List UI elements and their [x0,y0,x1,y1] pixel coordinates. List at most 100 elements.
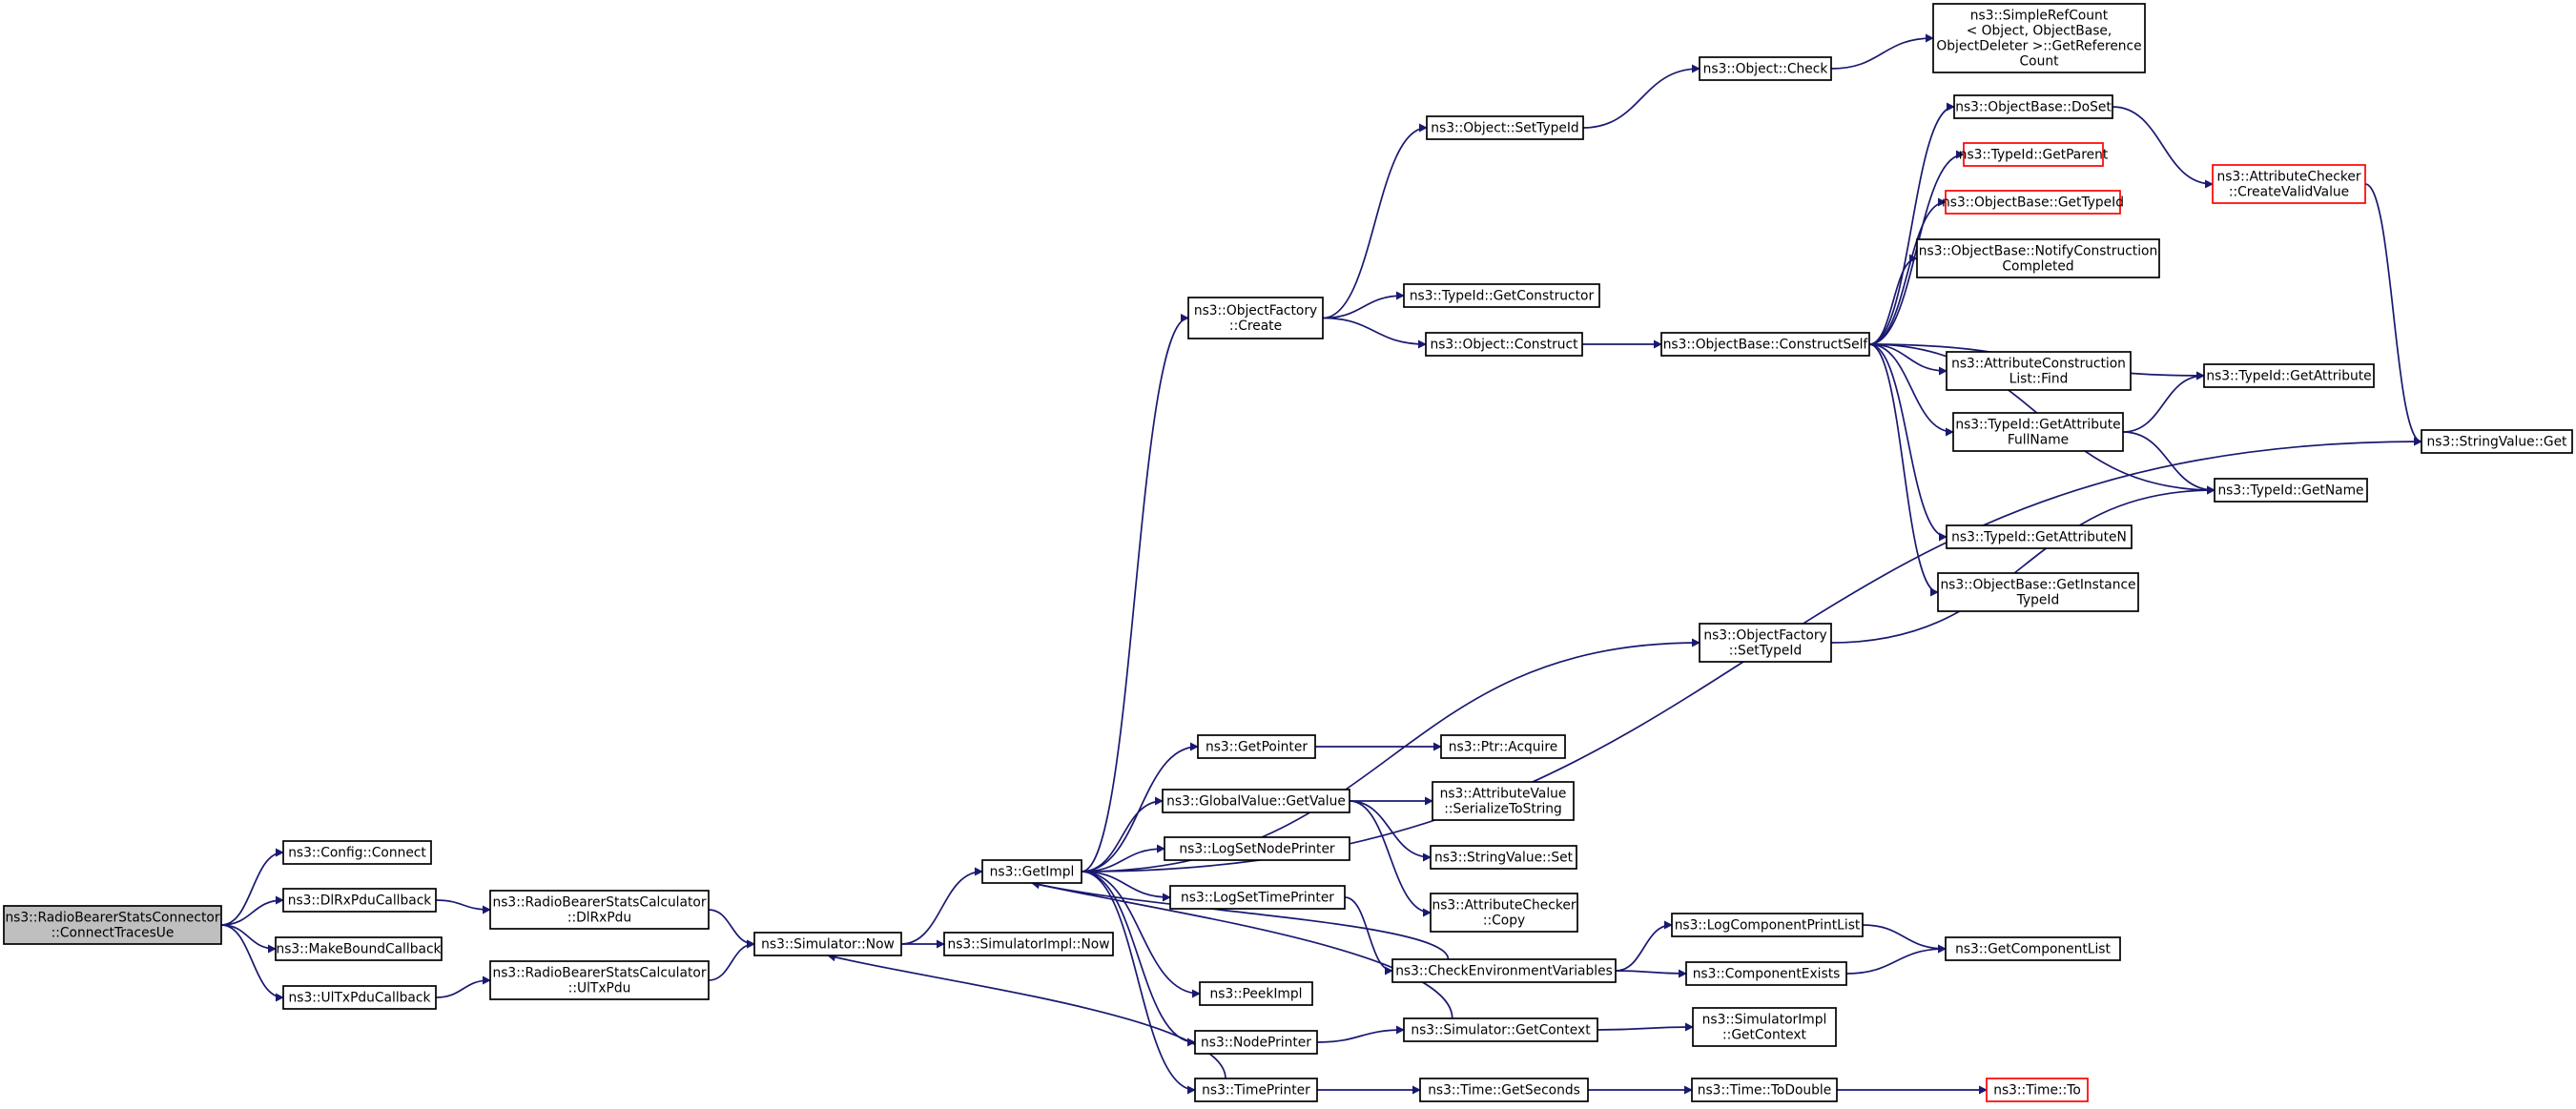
node-time-todouble[interactable]: ns3::Time::ToDouble [1691,1078,1838,1102]
node-box [1937,572,2139,612]
node-typeid-getattr[interactable]: ns3::TypeId::GetAttribute [2203,363,2375,388]
node-getpointer[interactable]: ns3::GetPointer [1197,734,1316,759]
node-label-line: ns3::CheckEnvironmentVariables [1395,963,1613,978]
node-peekimpl[interactable]: ns3::PeekImpl [1199,981,1313,1006]
node-typeid-getname[interactable]: ns3::TypeId::GetName [2214,478,2368,503]
node-objfac-settypeid[interactable]: ns3::ObjectFactory::SetTypeId [1699,623,1832,663]
node-label-line: ns3::GetImpl [990,864,1075,879]
node-ultx-cb[interactable]: ns3::UlTxPduCallback [282,985,437,1010]
edge-ob-constructself-to-typeid-getattrn [1868,343,1947,542]
node-label-line: ns3::Object::Check [1703,61,1828,76]
node-timeprinter[interactable]: ns3::TimePrinter [1194,1078,1318,1102]
node-ptr-acquire[interactable]: ns3::Ptr::Acquire [1440,734,1566,759]
node-obj-settypeid[interactable]: ns3::Object::SetTypeId [1426,115,1584,140]
node-box [275,936,443,961]
node-label-line: ns3::Time::GetSeconds [1428,1082,1580,1098]
edge-ob-constructself-to-ob-notify [1868,254,1918,345]
node-av-serialize[interactable]: ns3::AttributeValue::SerializeToString [1432,781,1575,821]
edge-getimpl-to-objfac-create [1081,314,1189,873]
node-label-line: ns3::ComponentExists [1693,966,1841,981]
node-ob-notify[interactable]: ns3::ObjectBase::NotifyConstructionCompl… [1916,238,2160,278]
node-getimpl[interactable]: ns3::GetImpl [981,859,1082,884]
node-simimpl-now[interactable]: ns3::SimulatorImpl::Now [943,932,1114,956]
node-label-line: ns3::GetPointer [1206,739,1308,754]
node-config-connect[interactable]: ns3::Config::Connect [282,840,432,865]
node-label-line: ns3::ObjectBase::ConstructSelf [1663,337,1869,352]
node-box [2203,363,2375,388]
node-rbsc-ultx[interactable]: ns3::RadioBearerStatsCalculator::UlTxPdu [489,960,710,1000]
node-obj-check[interactable]: ns3::Object::Check [1699,56,1832,81]
node-label-line: ns3::Object::Construct [1430,337,1578,352]
node-box [3,905,222,945]
edge-ob-constructself-to-ob-doset [1868,102,1955,345]
node-root[interactable]: ns3::RadioBearerStatsConnector::ConnectT… [3,905,222,945]
node-label-line: ns3::MakeBoundCallback [276,941,441,956]
node-label-line: ns3::ObjectBase::DoSet [1955,99,2112,114]
node-comp-exists[interactable]: ns3::ComponentExists [1685,961,1847,986]
node-ob-constructself[interactable]: ns3::ObjectBase::ConstructSelf [1660,332,1870,357]
node-ob-gettypeid[interactable]: ns3::ObjectBase::GetTypeId [1942,190,2124,215]
node-box [1169,885,1346,910]
node-obj-construct[interactable]: ns3::Object::Construct [1425,332,1583,357]
node-simimpl-getcontext[interactable]: ns3::SimulatorImpl::GetContext [1692,1007,1837,1047]
node-dlrx-cb[interactable]: ns3::DlRxPduCallback [282,888,437,913]
node-label-line: ::Create [1229,318,1282,334]
node-label-line: ns3::SimpleRefCount [1970,8,2109,23]
node-make-bound[interactable]: ns3::MakeBoundCallback [275,936,443,961]
edge-sim-getcontext-to-simimpl-getcontext [1597,1022,1694,1032]
node-rbsc-dlrx[interactable]: ns3::RadioBearerStatsCalculator::DlRxPdu [489,890,710,930]
node-time-getseconds[interactable]: ns3::Time::GetSeconds [1419,1078,1589,1102]
node-box [489,960,710,1000]
edge-gv-getvalue-to-sv-set [1349,800,1432,862]
node-lognodeprinter[interactable]: ns3::LogSetNodePrinter [1164,836,1350,861]
node-ac-copy[interactable]: ns3::AttributeChecker::Copy [1430,893,1578,933]
node-nodeprinter[interactable]: ns3::NodePrinter [1194,1030,1318,1055]
node-typeid-getctor[interactable]: ns3::TypeId::GetConstructor [1403,283,1600,308]
node-ob-doset[interactable]: ns3::ObjectBase::DoSet [1953,94,2113,119]
node-label-line: ns3::NodePrinter [1201,1035,1311,1050]
edge-getimpl-to-gv-getvalue [1081,796,1164,873]
node-stringvalue-get[interactable]: ns3::StringValue::Get [2421,429,2573,454]
node-box [753,932,902,956]
node-sim-getcontext[interactable]: ns3::Simulator::GetContext [1403,1017,1598,1042]
node-typeid-getattrn[interactable]: ns3::TypeId::GetAttributeN [1946,524,2133,549]
edge-logcomp-print-to-getcomplist [1862,924,1947,954]
node-logtimeprinter[interactable]: ns3::LogSetTimePrinter [1169,885,1346,910]
edge-sim-now-to-getimpl [900,867,983,945]
node-box [1432,781,1575,821]
node-time-to[interactable]: ns3::Time::To [1986,1078,2089,1102]
node-sim-now[interactable]: ns3::Simulator::Now [753,932,902,956]
node-sv-set[interactable]: ns3::StringValue::Set [1430,845,1577,870]
edge-objfac-settypeid-to-typeid-getname [1830,485,2215,644]
node-box [1194,1030,1318,1055]
edge-ob-constructself-to-typeid-getattrfull [1868,343,1954,437]
node-box [1986,1078,2089,1102]
node-ac-createvalid[interactable]: ns3::AttributeChecker::CreateValidValue [2212,164,2366,204]
edge-timeprinter-to-sim-now [827,953,1226,1079]
node-label-line: ns3::DlRxPduCallback [288,893,432,908]
node-gv-getvalue[interactable]: ns3::GlobalValue::GetValue [1162,789,1350,813]
node-label-line: ns3::LogSetTimePrinter [1181,890,1334,905]
node-logcomp-print[interactable]: ns3::LogComponentPrintList [1671,913,1864,937]
node-label-line: ::SetTypeId [1729,643,1802,658]
node-box [1426,115,1584,140]
edge-root-to-dlrx-cb [220,895,284,926]
node-label-line: ns3::RadioBearerStatsConnector [5,910,219,925]
node-box [1164,836,1350,861]
node-simplerefcount[interactable]: ns3::SimpleRefCount< Object, ObjectBase,… [1932,3,2146,73]
node-box [1430,893,1578,933]
node-typeid-getparent[interactable]: ns3::TypeId::GetParent [1959,142,2109,167]
node-checkenv[interactable]: ns3::CheckEnvironmentVariables [1391,958,1617,983]
node-label-line: ns3::TimePrinter [1202,1082,1310,1098]
node-label-line: TypeId [2016,592,2060,607]
node-getcomplist[interactable]: ns3::GetComponentList [1945,936,2121,961]
node-objfac-create[interactable]: ns3::ObjectFactory::Create [1187,297,1324,339]
node-box [1194,1078,1318,1102]
node-box [2214,478,2368,503]
node-box [1932,3,2146,73]
edge-getimpl-to-lognodeprinter [1081,844,1165,873]
node-box [1699,623,1832,663]
